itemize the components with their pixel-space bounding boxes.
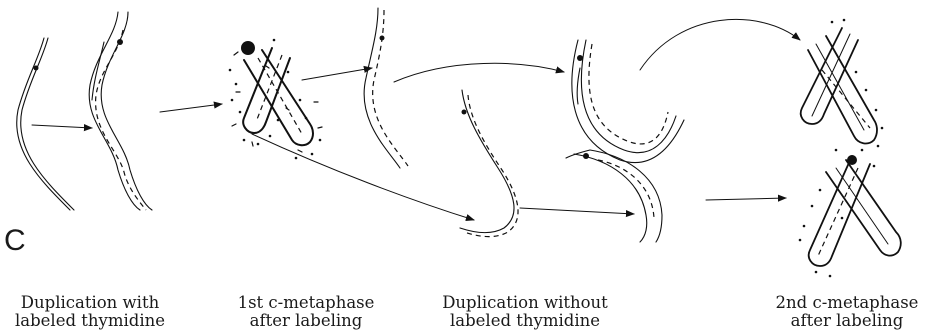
- caption-line: 1st c-metaphase: [226, 294, 386, 312]
- flow-arrows: [32, 19, 800, 220]
- arrow-icon: [520, 208, 634, 214]
- chromosome-duplicating-labeled: [89, 12, 152, 210]
- centromere-icon: [380, 36, 385, 41]
- arrow-icon: [302, 68, 372, 80]
- centromere-icon: [117, 39, 123, 45]
- caption-line: labeled thymidine: [6, 312, 174, 330]
- centromere-icon: [34, 66, 39, 71]
- centromere-icon: [583, 153, 589, 159]
- arrow-icon: [394, 63, 564, 82]
- caption-first-metaphase: 1st c-metaphase after labeling: [226, 294, 386, 330]
- arrow-icon: [252, 134, 474, 220]
- caption-line: labeled thymidine: [430, 312, 620, 330]
- arrow-icon: [706, 198, 786, 200]
- centromere-icon: [577, 55, 583, 61]
- chromosome-second-metaphase-lower: [799, 149, 901, 278]
- caption-line: Duplication without: [430, 294, 620, 312]
- label-grain-dots: [241, 41, 255, 55]
- arrow-icon: [32, 125, 92, 128]
- caption-second-metaphase: 2nd c-metaphase after labeling: [762, 294, 932, 330]
- chromosome-metaphase-prep-lower: [566, 150, 662, 242]
- chromosome-duplicating-unlabeled-lower: [460, 90, 518, 237]
- arrow-icon: [160, 104, 222, 112]
- caption-duplication-with-label: Duplication with labeled thymidine: [6, 294, 174, 330]
- arrow-icon: [640, 19, 800, 70]
- chromosome-metaphase-prep-upper: [572, 40, 684, 163]
- caption-duplication-without-label: Duplication without labeled thymidine: [430, 294, 620, 330]
- chromosome-duplicating-unlabeled-upper: [364, 8, 408, 168]
- caption-line: Duplication with: [6, 294, 174, 312]
- label-grain-dots: [847, 155, 857, 165]
- chromosome-unlabeled-start: [17, 38, 74, 210]
- centromere-icon: [462, 110, 467, 115]
- chromosome-second-metaphase-upper: [801, 19, 884, 152]
- panel-letter: C: [4, 224, 26, 258]
- chromosome-first-metaphase: [229, 39, 322, 160]
- caption-line: after labeling: [226, 312, 386, 330]
- caption-line: 2nd c-metaphase: [762, 294, 932, 312]
- caption-line: after labeling: [762, 312, 932, 330]
